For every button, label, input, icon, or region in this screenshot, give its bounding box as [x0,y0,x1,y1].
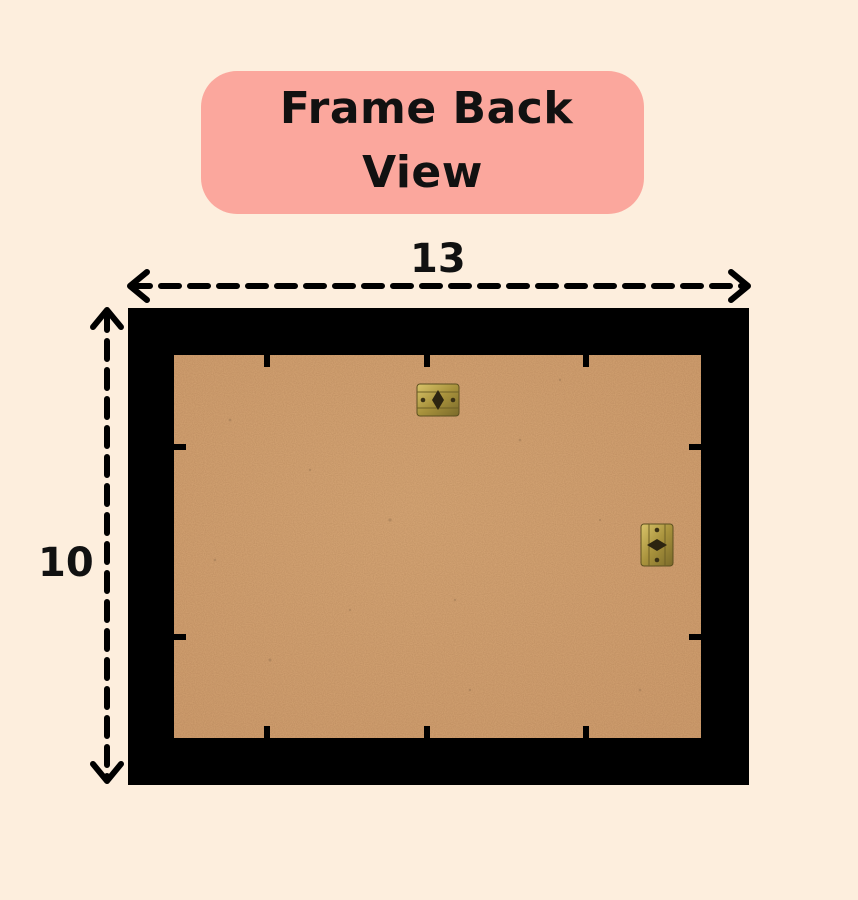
tab-top-2 [424,355,430,367]
tab-bottom-3 [583,726,589,738]
board-speckles [213,378,642,692]
width-dimension-label: 13 [410,236,466,282]
tab-right-1 [689,444,701,450]
width-arrowhead-right [728,269,751,303]
tab-left-2 [174,634,186,640]
title-line-2: View [362,146,483,198]
tab-top-3 [583,355,589,367]
tab-left-1 [174,444,186,450]
width-arrowhead-left [127,269,150,303]
hanger-side [640,523,674,567]
title-line-1: Frame Back [279,82,574,134]
backing-board [174,355,701,738]
width-dimension-arrow [127,269,751,303]
tab-right-2 [689,634,701,640]
tab-top-1 [264,355,270,367]
tab-bottom-2 [424,726,430,738]
height-dimension-label: 10 [38,540,94,586]
title-banner: Frame Back View [201,71,644,214]
height-dimension-arrow [90,307,124,784]
height-arrowhead-top [90,307,124,330]
hanger-top [416,383,460,417]
retaining-tabs [174,355,701,738]
tab-bottom-1 [264,726,270,738]
height-arrowhead-bottom [90,761,124,784]
